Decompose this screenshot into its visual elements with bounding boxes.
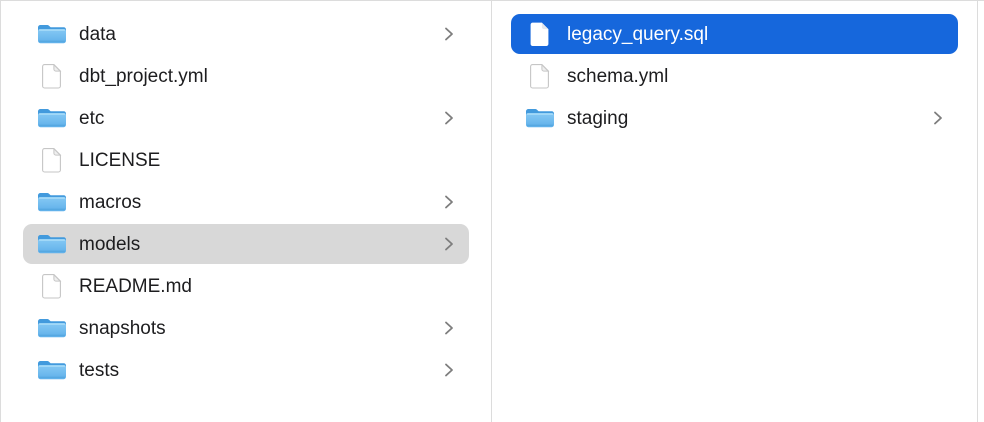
folder-row[interactable]: tests (23, 350, 469, 390)
folder-row[interactable]: models (23, 224, 469, 264)
folder-row[interactable]: etc (23, 98, 469, 138)
file-name: legacy_query.sql (567, 24, 709, 44)
file-icon (525, 63, 555, 89)
file-row[interactable]: schema.yml (511, 56, 958, 96)
file-row[interactable]: dbt_project.yml (23, 56, 469, 96)
file-icon (37, 63, 67, 89)
folder-name: snapshots (79, 318, 166, 338)
file-row[interactable]: README.md (23, 266, 469, 306)
chevron-right-icon (443, 110, 455, 126)
file-row[interactable]: legacy_query.sql (511, 14, 958, 54)
file-row[interactable]: LICENSE (23, 140, 469, 180)
chevron-right-icon (932, 110, 944, 126)
folder-name: etc (79, 108, 105, 128)
folder-icon (37, 21, 67, 47)
finder-column-models: legacy_query.sql schema.yml staging (492, 1, 978, 422)
file-name: LICENSE (79, 150, 161, 170)
file-icon (525, 21, 555, 47)
chevron-right-icon (443, 236, 455, 252)
file-name: schema.yml (567, 66, 669, 86)
folder-row[interactable]: staging (511, 98, 958, 138)
file-icon (37, 273, 67, 299)
folder-row[interactable]: macros (23, 182, 469, 222)
folder-icon (37, 231, 67, 257)
file-name: dbt_project.yml (79, 66, 208, 86)
file-name: README.md (79, 276, 192, 296)
folder-name: tests (79, 360, 120, 380)
chevron-right-icon (443, 194, 455, 210)
chevron-right-icon (443, 26, 455, 42)
folder-icon (525, 105, 555, 131)
folder-name: models (79, 234, 141, 254)
folder-icon (37, 189, 67, 215)
folder-row[interactable]: data (23, 14, 469, 54)
folder-icon (37, 315, 67, 341)
folder-icon (37, 357, 67, 383)
folder-name: macros (79, 192, 142, 212)
next-column-area (978, 1, 984, 422)
chevron-right-icon (443, 362, 455, 378)
folder-name: staging (567, 108, 629, 128)
folder-name: data (79, 24, 116, 44)
folder-row[interactable]: snapshots (23, 308, 469, 348)
file-icon (37, 147, 67, 173)
chevron-right-icon (443, 320, 455, 336)
folder-icon (37, 105, 67, 131)
